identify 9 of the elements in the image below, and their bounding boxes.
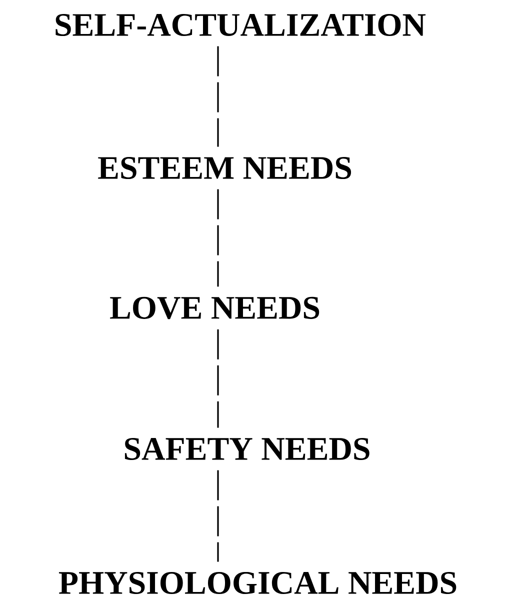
connector-line	[217, 46, 219, 147]
level-label: PHYSIOLOGICAL NEEDS	[58, 572, 456, 594]
level-label: SAFETY NEEDS	[124, 438, 370, 460]
level-label: SELF-ACTUALIZATION	[56, 14, 426, 36]
connector-line	[217, 189, 219, 287]
connector-line	[217, 470, 219, 562]
level-label: LOVE NEEDS	[110, 296, 320, 320]
level-label: ESTEEM NEEDS	[98, 156, 352, 180]
connector-line	[217, 329, 219, 428]
